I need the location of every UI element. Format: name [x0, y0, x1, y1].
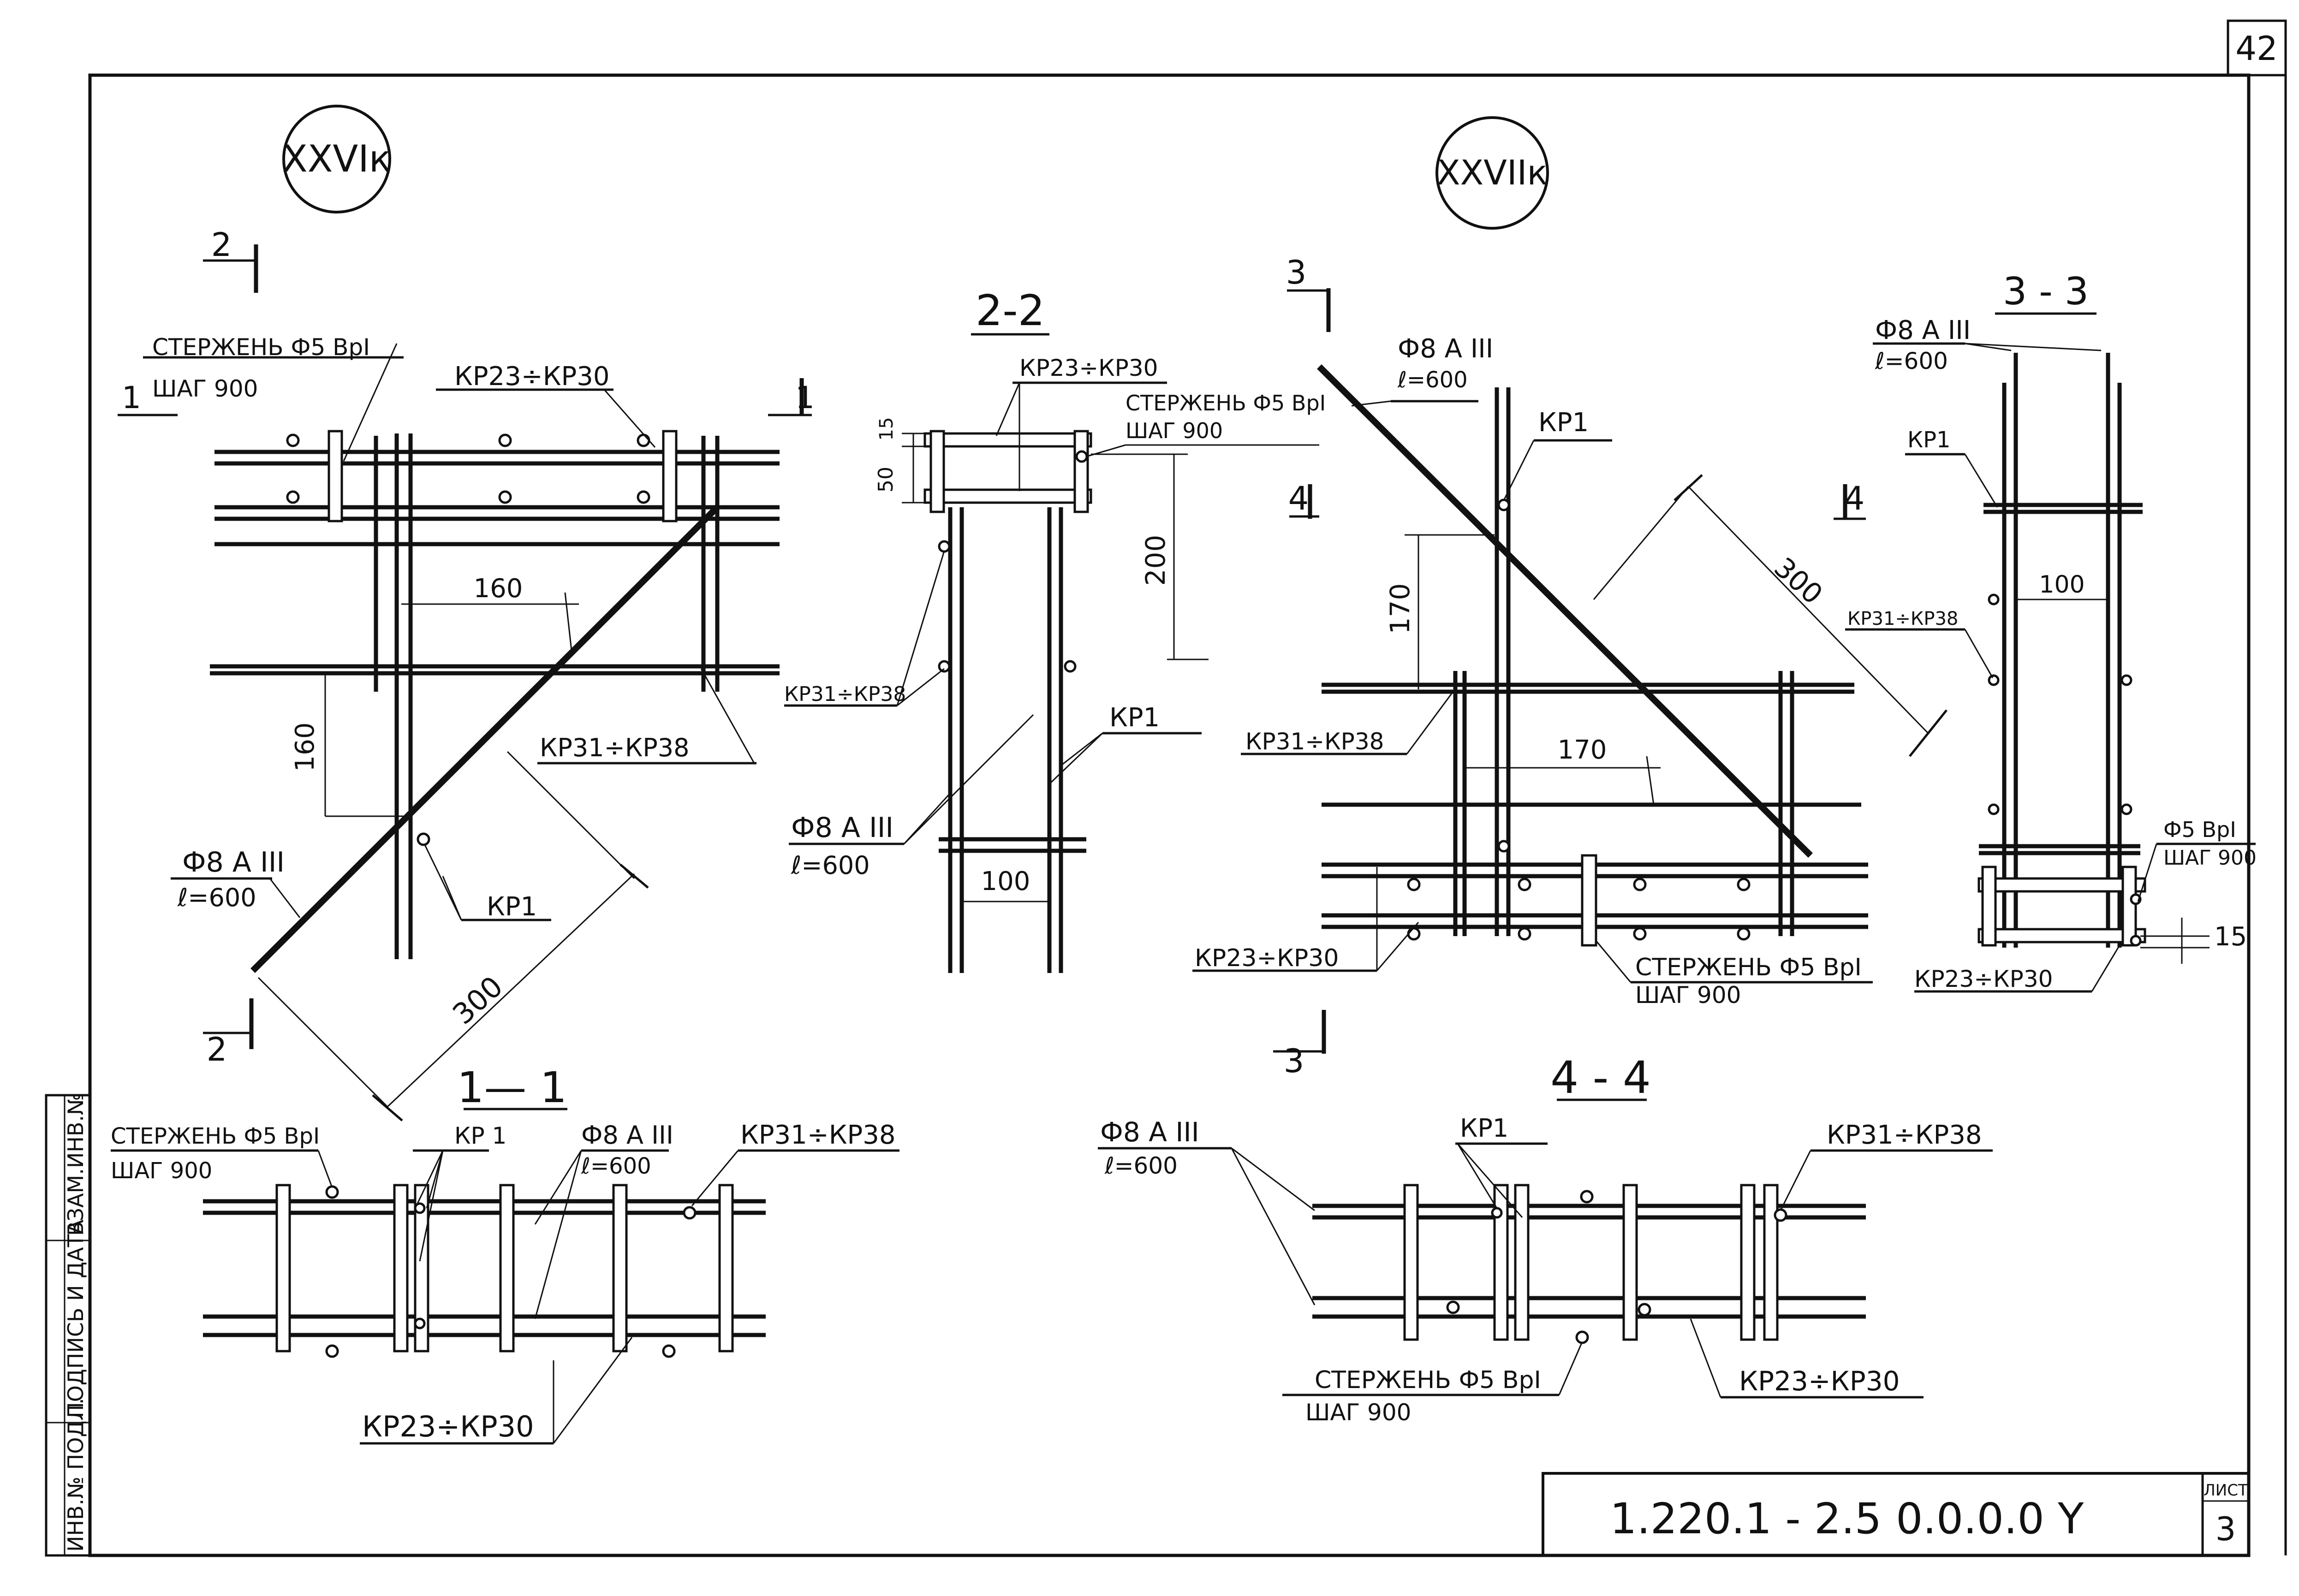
section-2-2-view: [784, 333, 1319, 973]
right-bar8-label: Ф8 А III: [1398, 334, 1493, 364]
s22-kp1-label: КР1: [1109, 703, 1160, 733]
right-step-label: ШАГ 900: [1635, 982, 1741, 1009]
doc-code: 1.220.1 - 2.5: [1610, 1494, 1882, 1543]
right-cut3-top: 3: [1286, 254, 1307, 291]
stamp-replacement-inv: ВЗАМ.ИНВ.№: [63, 1093, 88, 1236]
s22-len-label: ℓ=600: [791, 851, 870, 880]
right-dim-170-v: 170: [1384, 583, 1416, 635]
left-cut1-left: 1: [122, 380, 141, 415]
right-cut3-bottom: 3: [1284, 1042, 1304, 1080]
s44-len-label: ℓ=600: [1104, 1152, 1178, 1179]
right-plan-view: [1192, 288, 1948, 1054]
s33-step-label: ШАГ 900: [2163, 846, 2257, 870]
s22-dim-15: 15: [876, 417, 897, 441]
node-xxvik-circle: [282, 105, 391, 214]
left-len-label: ℓ=600: [177, 883, 256, 912]
s11-kp1-label: КР 1: [454, 1122, 506, 1149]
left-rod-label: СТЕРЖЕНЬ Ф5 ВрI: [152, 334, 370, 361]
section-4-4-view: [1098, 1098, 1993, 1399]
stamp-signature-date: ПОДПИСЬ И ДАТА: [63, 1219, 88, 1418]
left-kp1-label: КР1: [487, 892, 537, 922]
left-cut2-top: 2: [211, 226, 232, 264]
right-dim-300: 300: [1768, 552, 1828, 611]
left-step-label: ШАГ 900: [152, 375, 258, 402]
right-kp3138-label: КР31÷КР38: [1245, 728, 1384, 755]
s33-kp1-label: КР1: [1907, 427, 1951, 453]
s33-bar8-label: Ф8 А III: [1875, 315, 1971, 345]
s22-rod-label: СТЕРЖЕНЬ Ф5 ВрI: [1126, 391, 1326, 415]
s11-kp2330-label: КР23÷КР30: [362, 1410, 534, 1443]
section-4-4-title: 4 - 4: [1550, 1052, 1651, 1104]
doc-code-suffix: 0.0.0.0 Y: [1896, 1494, 2084, 1543]
right-rod-label: СТЕРЖЕНЬ Ф5 ВрI: [1635, 954, 1862, 981]
s11-bar8-label: Ф8 А III: [581, 1121, 673, 1150]
stamp-inv-original: ИНВ.№ ПОДЛ.: [63, 1398, 88, 1552]
right-kp1-label: КР1: [1538, 408, 1589, 438]
s11-rod-label: СТЕРЖЕНЬ Ф5 ВрI: [111, 1123, 320, 1149]
right-cut4-left: 4: [1288, 480, 1309, 517]
s33-len-label: ℓ=600: [1875, 348, 1948, 374]
s44-rod-label: СТЕРЖЕНЬ Ф5 ВрI: [1315, 1366, 1541, 1394]
sheet-number: 3: [2216, 1510, 2236, 1548]
left-bar8-label: Ф8 А III: [182, 846, 285, 878]
section-3-3-view: [1845, 312, 2256, 993]
left-kp3138-label: КР31÷КР38: [540, 733, 689, 762]
s44-bar8-label: Ф8 А III: [1100, 1116, 1199, 1148]
s22-kp2330-label: КР23÷КР30: [1019, 355, 1158, 381]
s22-kp3138-label: КР31÷КР38: [784, 682, 906, 706]
section-3-3-title: 3 - 3: [2003, 270, 2089, 314]
right-len-label: ℓ=600: [1397, 367, 1468, 393]
s44-kp2330-label: КР23÷КР30: [1739, 1365, 1900, 1397]
left-cut2-bottom: 2: [207, 1031, 227, 1068]
s22-bar8-label: Ф8 А III: [791, 812, 893, 844]
s44-kp1-label: КР1: [1460, 1114, 1508, 1143]
left-plan-view: [118, 244, 812, 1121]
s44-kp3138-label: КР31÷КР38: [1827, 1120, 1982, 1150]
s33-dim-100: 100: [2039, 571, 2085, 599]
s44-step-label: ШАГ 900: [1305, 1399, 1412, 1426]
page-number: 42: [2235, 29, 2278, 68]
s33-kp3138-label: КР31÷КР38: [1847, 608, 1958, 629]
left-cut1-right: 1: [795, 380, 815, 415]
s22-dim-50: 50: [874, 467, 898, 492]
sheet-frame: [88, 73, 2251, 1557]
left-dim-160-h: 160: [474, 574, 523, 604]
s22-step-label: ШАГ 900: [1126, 418, 1223, 443]
section-1-1-view: [111, 1108, 899, 1445]
node-xxviik-label: XXVIIк: [1437, 153, 1548, 193]
node-xxvik-label: XXVIк: [282, 137, 391, 180]
sheet-label: ЛИСТ: [2204, 1481, 2248, 1500]
s11-len-label: ℓ=600: [581, 1153, 651, 1179]
s33-dim-15: 15: [2214, 922, 2247, 952]
title-block: 1.220.1 - 2.5 0.0.0.0 Y ЛИСТ 3: [1542, 1472, 2250, 1557]
section-2-2-title: 2-2: [976, 286, 1045, 335]
left-dim-300: 300: [446, 969, 509, 1031]
left-dim-160-v: 160: [290, 723, 320, 772]
right-dim-170-h: 170: [1558, 735, 1607, 765]
side-stamp: ИНВ.№ ПОДЛ. ПОДПИСЬ И ДАТА ВЗАМ.ИНВ.№: [45, 1093, 91, 1557]
s11-step-label: ШАГ 900: [111, 1158, 212, 1184]
node-xxviik-circle: [1435, 116, 1549, 230]
left-kp2330-label: КР23÷КР30: [454, 362, 610, 392]
s33-kp2330-label: КР23÷КР30: [1914, 966, 2053, 992]
s22-dim-100: 100: [981, 866, 1030, 896]
right-cut4-right: 4: [1844, 480, 1865, 517]
page-number-box: [2227, 19, 2287, 77]
s22-dim-200: 200: [1140, 535, 1171, 586]
right-kp2330-label: КР23÷КР30: [1195, 944, 1339, 972]
section-1-1-title: 1— 1: [457, 1063, 567, 1112]
s11-kp3138-label: КР31÷КР38: [740, 1120, 896, 1150]
s33-rod-label: Ф5 ВрI: [2163, 817, 2236, 842]
